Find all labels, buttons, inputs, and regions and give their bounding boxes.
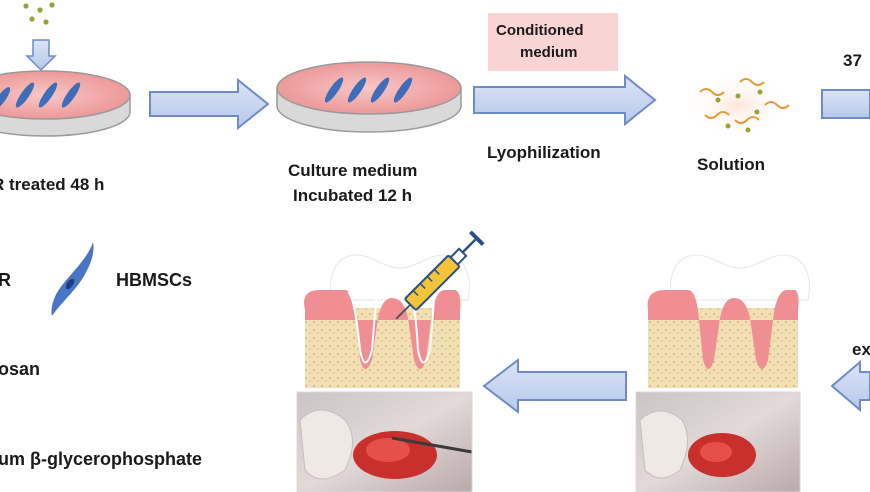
lyophilization-label: Lyophilization xyxy=(487,143,601,162)
temperature-label: 37 xyxy=(843,51,862,70)
petri-dish-culture xyxy=(276,61,462,133)
culture-label-line1: Culture medium xyxy=(288,161,418,180)
ex-label: ex xyxy=(852,340,870,359)
particles-icon xyxy=(23,2,55,25)
down-arrow-icon xyxy=(25,39,57,72)
flow-arrow-3 xyxy=(821,89,870,119)
solution-icon xyxy=(682,73,794,137)
flow-arrow-back-right xyxy=(830,359,870,413)
conditioned-label-line2: medium xyxy=(520,44,578,61)
surgical-photo-defect xyxy=(635,391,801,492)
legend-glycerophosphate-label: um β-glycerophosphate xyxy=(0,449,203,469)
conditioned-medium-box xyxy=(488,13,618,71)
treated-label: R treated 48 h xyxy=(0,175,105,194)
culture-label-line2: Incubated 12 h xyxy=(293,186,413,205)
flow-arrow-back xyxy=(482,357,627,415)
flow-arrow-1 xyxy=(149,77,270,131)
flow-arrow-2 xyxy=(473,73,657,127)
syringe-icon xyxy=(395,230,485,320)
conditioned-label-line1: Conditioned xyxy=(496,22,584,39)
petri-dish-treated xyxy=(0,70,131,137)
hbmsc-cell-icon xyxy=(51,242,94,316)
legend-r-label: R xyxy=(0,270,11,290)
tooth-diagram-defect xyxy=(647,254,810,388)
legend-chitosan-label: osan xyxy=(0,359,41,379)
surgical-photo-injection xyxy=(296,391,473,492)
solution-label: Solution xyxy=(697,155,765,174)
legend-hbmscs-label: HBMSCs xyxy=(116,270,193,290)
